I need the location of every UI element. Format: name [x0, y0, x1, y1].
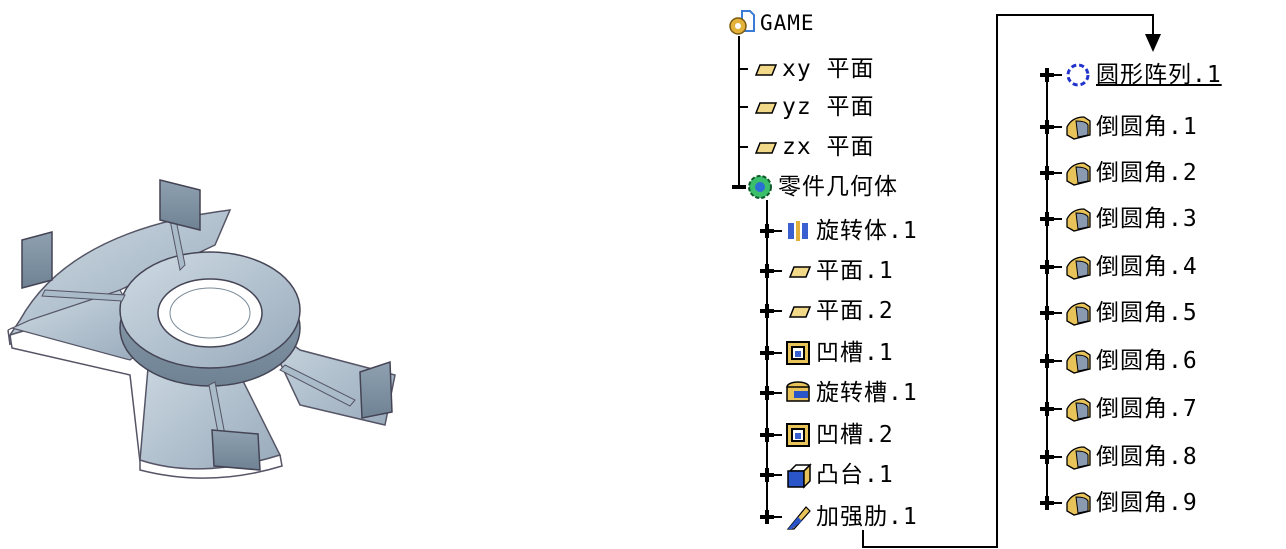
tree-node-body[interactable]: 零件几何体	[732, 170, 898, 204]
tree-node-feature[interactable]: 倒圆角.2	[1040, 156, 1198, 190]
expand-icon[interactable]	[1040, 68, 1054, 82]
plane-icon	[754, 142, 778, 154]
tree-node-plane[interactable]: xy 平面	[740, 52, 875, 86]
tree-node-label: 倒圆角.5	[1096, 300, 1198, 326]
tree-node-root[interactable]: GAME	[728, 6, 815, 40]
edge-fillet-icon	[1066, 350, 1091, 374]
edge-fillet-icon	[1066, 446, 1091, 470]
expand-icon[interactable]	[1040, 212, 1054, 226]
pocket-icon	[786, 341, 810, 365]
circular-pattern-icon	[1066, 63, 1090, 87]
tree-node-label: yz 平面	[782, 94, 875, 120]
tree-node-feature[interactable]: 凸台.1	[760, 458, 894, 492]
link-line	[862, 546, 998, 548]
expand-icon[interactable]	[760, 428, 774, 442]
pad-icon	[787, 463, 812, 489]
tree-node-feature[interactable]: 旋转体.1	[760, 214, 918, 248]
tree-node-label: zx 平面	[782, 134, 875, 160]
edge-fillet-icon	[1066, 302, 1091, 326]
tree-node-feature[interactable]: 倒圆角.4	[1040, 250, 1198, 284]
tree-node-feature[interactable]: 平面.1	[760, 254, 894, 288]
expand-icon[interactable]	[760, 510, 774, 524]
tree-node-feature[interactable]: 圆形阵列.1	[1040, 58, 1222, 92]
tree-line	[1046, 76, 1048, 508]
tree-node-feature[interactable]: 倒圆角.9	[1040, 486, 1198, 520]
expand-icon[interactable]	[760, 346, 774, 360]
shaft-icon	[788, 221, 808, 241]
plane-icon	[754, 102, 778, 114]
expand-icon[interactable]	[760, 224, 774, 238]
edge-fillet-icon	[1066, 398, 1091, 422]
tree-node-feature[interactable]: 倒圆角.5	[1040, 296, 1198, 330]
3d-part-view[interactable]	[0, 170, 410, 500]
tree-node-feature[interactable]: 凹槽.2	[760, 418, 894, 452]
tree-node-label: 倒圆角.8	[1096, 444, 1198, 470]
tree-node-feature[interactable]: 平面.2	[760, 294, 894, 328]
expand-icon[interactable]	[760, 264, 774, 278]
tree-node-label: 倒圆角.7	[1096, 396, 1198, 422]
tree-node-label: 旋转体.1	[816, 218, 918, 244]
arrow-down-icon	[1145, 34, 1161, 52]
tree-node-label: 平面.1	[816, 258, 894, 284]
expand-icon[interactable]	[1040, 450, 1054, 464]
tree-node-feature[interactable]: 倒圆角.3	[1040, 202, 1198, 236]
plane-icon	[788, 266, 812, 278]
expand-icon[interactable]	[1040, 260, 1054, 274]
tree-node-feature[interactable]: 凹槽.1	[760, 336, 894, 370]
tree-node-label: 凸台.1	[816, 462, 894, 488]
groove-icon	[786, 381, 810, 402]
tree-node-feature[interactable]: 倒圆角.8	[1040, 440, 1198, 474]
tree-node-feature[interactable]: 倒圆角.7	[1040, 392, 1198, 426]
expand-icon[interactable]	[1040, 402, 1054, 416]
collapse-icon[interactable]	[732, 180, 746, 194]
link-line	[996, 15, 998, 548]
tree-node-label: 加强肋.1	[816, 504, 918, 530]
tree-node-label: 倒圆角.6	[1096, 348, 1198, 374]
stiffener-icon	[786, 506, 811, 530]
expand-icon[interactable]	[1040, 120, 1054, 134]
edge-fillet-icon	[1066, 162, 1091, 186]
expand-icon[interactable]	[760, 304, 774, 318]
expand-icon[interactable]	[760, 386, 774, 400]
link-line	[1152, 14, 1154, 36]
tree-node-label: 凹槽.2	[816, 422, 894, 448]
pocket-icon	[786, 423, 810, 447]
tree-node-label: GAME	[760, 11, 815, 35]
tree-node-label: 零件几何体	[778, 174, 898, 200]
tree-node-feature[interactable]: 旋转槽.1	[760, 376, 918, 410]
tree-node-label: 倒圆角.4	[1096, 254, 1198, 280]
plane-icon	[754, 64, 778, 76]
tree-node-plane[interactable]: yz 平面	[740, 90, 875, 124]
tree-node-label: 圆形阵列.1	[1096, 62, 1222, 88]
tree-node-feature[interactable]: 加强肋.1	[760, 500, 918, 534]
link-line	[996, 14, 1154, 16]
edge-fillet-icon	[1066, 492, 1091, 516]
tree-node-label: 倒圆角.9	[1096, 490, 1198, 516]
tree-line	[738, 36, 740, 188]
tree-node-label: 旋转槽.1	[816, 380, 918, 406]
expand-icon[interactable]	[760, 468, 774, 482]
tree-node-label: 倒圆角.3	[1096, 206, 1198, 232]
edge-fillet-icon	[1066, 256, 1091, 280]
tree-node-feature[interactable]: 倒圆角.1	[1040, 110, 1198, 144]
tree-node-label: 平面.2	[816, 298, 894, 324]
boss	[159, 179, 201, 231]
body-gear-icon	[748, 175, 772, 199]
expand-icon[interactable]	[1040, 166, 1054, 180]
tree-node-label: 凹槽.1	[816, 340, 894, 366]
expand-icon[interactable]	[1040, 354, 1054, 368]
expand-icon[interactable]	[1040, 496, 1054, 510]
link-line	[862, 530, 864, 548]
expand-icon[interactable]	[1040, 306, 1054, 320]
tree-node-feature[interactable]: 倒圆角.6	[1040, 344, 1198, 378]
tree-node-label: 倒圆角.1	[1096, 114, 1198, 140]
product-gear-icon	[729, 10, 755, 35]
tree-node-plane[interactable]: zx 平面	[740, 130, 875, 164]
plane-icon	[788, 306, 812, 318]
tree-node-label: 倒圆角.2	[1096, 160, 1198, 186]
edge-fillet-icon	[1066, 208, 1091, 232]
tree-node-label: xy 平面	[782, 56, 875, 82]
edge-fillet-icon	[1066, 116, 1091, 140]
